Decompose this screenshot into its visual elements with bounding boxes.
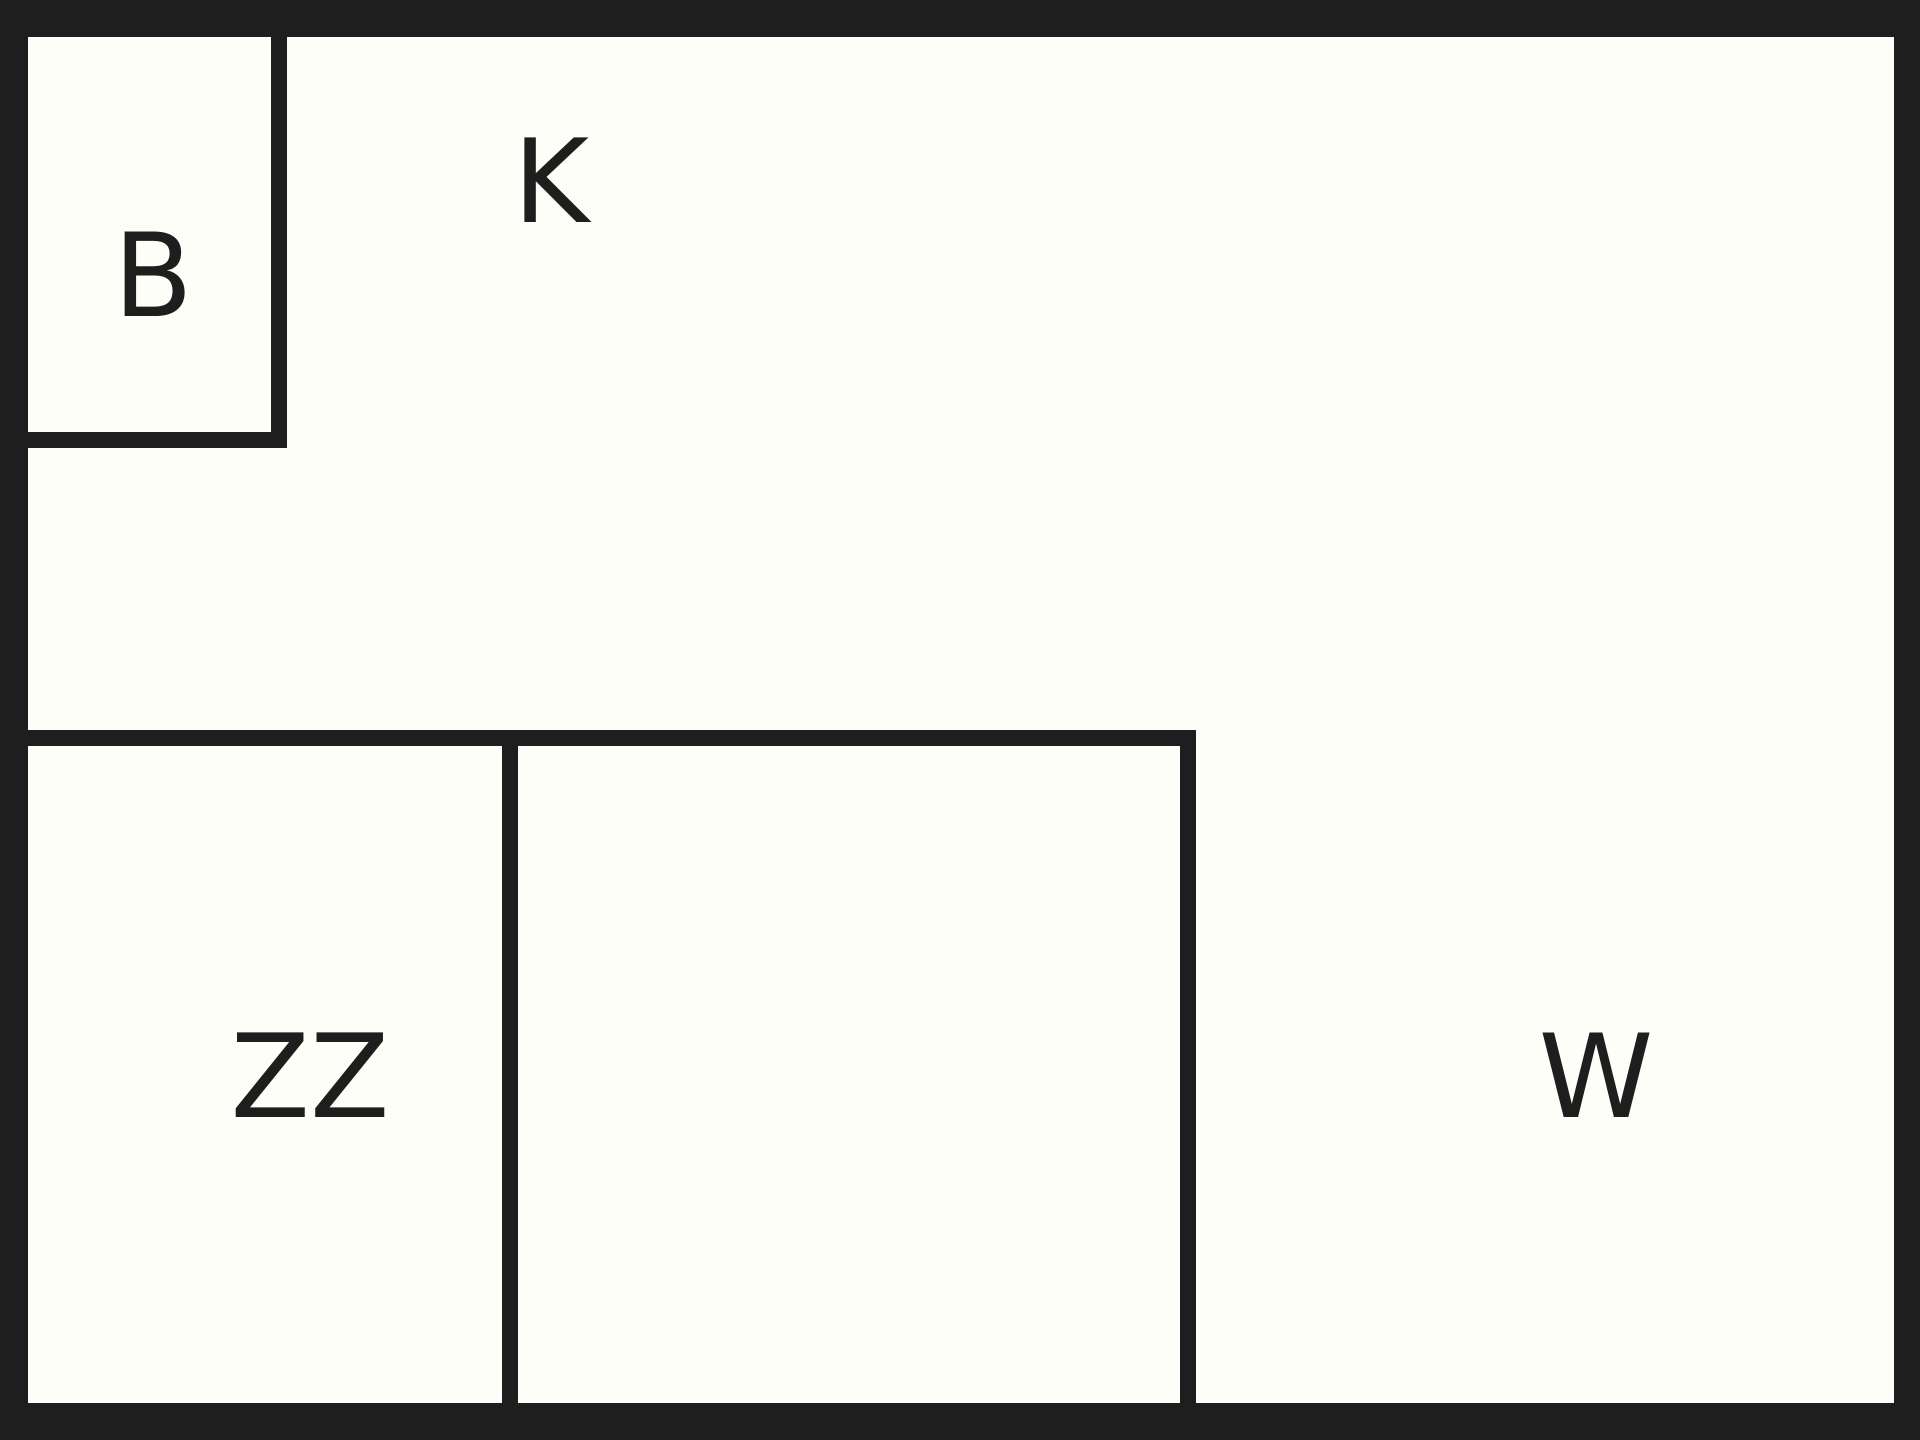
region-main-background [28, 37, 1894, 1403]
lower-boxes-border [28, 730, 1196, 1403]
region-k-label: K [513, 115, 592, 250]
region-zz-label: ZZ [231, 1010, 390, 1145]
region-w-label: W [1539, 1010, 1654, 1145]
region-b-border [28, 37, 287, 448]
region-b-label: B [113, 209, 193, 344]
